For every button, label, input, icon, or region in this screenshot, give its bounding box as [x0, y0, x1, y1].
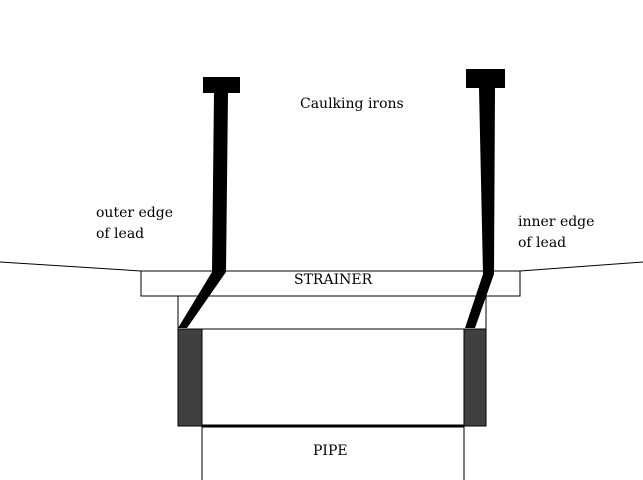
pipe-label: PIPE	[313, 443, 348, 459]
floor-line-right	[519, 261, 643, 272]
right-caulking-iron-handle	[466, 69, 505, 88]
right-caulking-iron-shaft	[465, 88, 495, 328]
floor-line-left	[0, 261, 142, 272]
strainer-label: STRAINER	[294, 272, 373, 288]
caulking-irons-label: Caulking irons	[300, 96, 404, 112]
left-caulking-iron-handle	[203, 77, 240, 93]
pipe-body	[177, 328, 487, 427]
inner-edge-label-line1: inner edge	[518, 214, 594, 230]
hub-socket	[177, 295, 487, 330]
lead-joint-right	[463, 328, 487, 427]
outer-edge-label-line2: of lead	[96, 226, 144, 242]
inner-edge-label-line2: of lead	[518, 235, 566, 251]
outer-edge-label-line1: outer edge	[96, 205, 173, 221]
left-caulking-iron-shaft	[178, 93, 228, 328]
lead-joint-left	[177, 328, 203, 427]
